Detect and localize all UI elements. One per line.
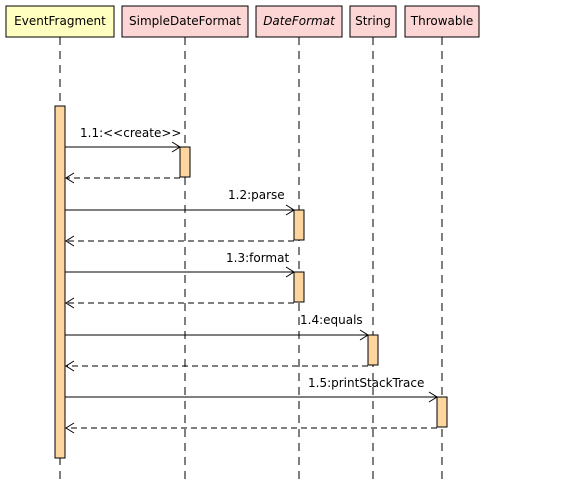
activation-string (367, 334, 379, 366)
participant-throwable-box (404, 5, 480, 38)
message-create[interactable]: 1.1:<<create>> (65, 126, 191, 184)
participant-event-fragment[interactable]: EventFragment (5, 5, 115, 38)
participant-throwable-label: Throwable (410, 14, 473, 28)
activation-event-fragment (54, 105, 66, 459)
participant-string[interactable]: String (349, 5, 397, 38)
participant-date-format[interactable]: DateFormat (255, 5, 343, 38)
message-print-stack-trace-return-arrowhead (65, 422, 75, 434)
message-parse-label: 1.2:parse (228, 188, 285, 202)
message-create-label: 1.1:<<create>> (80, 126, 181, 140)
message-format-return-arrowhead (65, 297, 75, 309)
message-format[interactable]: 1.3:format (65, 251, 305, 309)
participant-simple-date-format-box (121, 5, 249, 38)
message-equals[interactable]: 1.4:equals (65, 313, 379, 372)
participant-event-fragment-label: EventFragment (14, 14, 106, 28)
activation-date-format-parse (293, 209, 305, 241)
message-print-stack-trace-label: 1.5:printStackTrace (308, 376, 424, 390)
participant-throwable[interactable]: Throwable (404, 5, 480, 38)
participant-simple-date-format[interactable]: SimpleDateFormat (121, 5, 249, 38)
message-parse[interactable]: 1.2:parse (65, 188, 305, 247)
participant-date-format-box (255, 5, 343, 38)
participant-string-box (349, 5, 397, 38)
activation-date-format-format (293, 271, 305, 303)
participant-event-fragment-box (5, 5, 115, 38)
activation-throwable (436, 396, 448, 428)
message-equals-label: 1.4:equals (300, 313, 363, 327)
message-format-label: 1.3:format (226, 251, 289, 265)
participant-date-format-label: DateFormat (263, 14, 336, 28)
participant-string-label: String (355, 14, 391, 28)
message-print-stack-trace[interactable]: 1.5:printStackTrace (65, 376, 448, 434)
message-equals-return-arrowhead (65, 360, 75, 372)
activation-simple-date-format (179, 146, 191, 178)
participant-simple-date-format-label: SimpleDateFormat (129, 14, 241, 28)
message-create-return-arrowhead (65, 172, 75, 184)
message-parse-return-arrowhead (65, 235, 75, 247)
